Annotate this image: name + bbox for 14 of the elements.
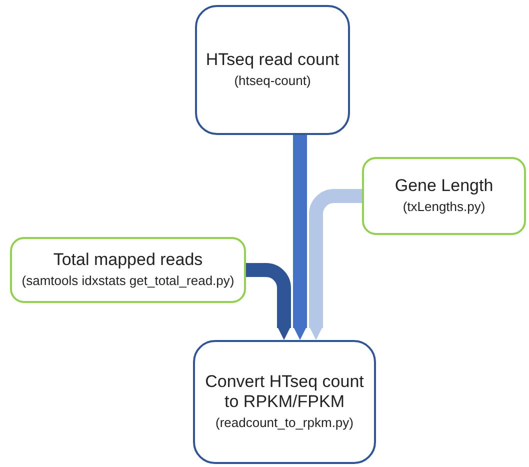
command-text: (htseq-count) [234,73,311,90]
step-title: Gene Length [394,176,494,196]
command-text: (samtools idxstats get_total_read.py) [22,273,234,290]
input-box [10,237,246,303]
step-title: Total mapped reads [53,250,203,270]
input-box [362,157,526,235]
process-box [195,5,350,135]
arrow [293,135,307,340]
command-text: (txLengths.py) [402,199,486,216]
process-box [193,340,376,464]
step-title: HTseq read count [206,50,340,70]
arrow [246,263,291,340]
step-title: Convert HTseq count to RPKM/FPKM [204,372,365,412]
command-text: (readcount_to_rpkm.py) [215,415,354,432]
